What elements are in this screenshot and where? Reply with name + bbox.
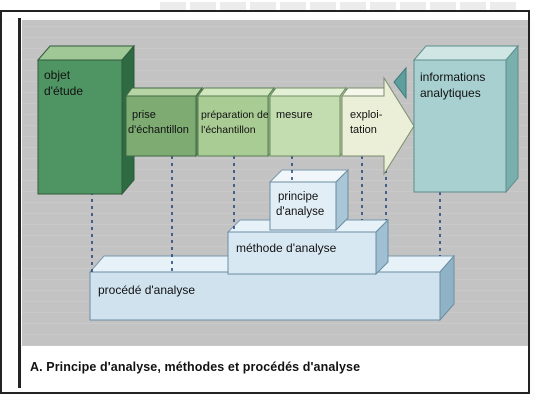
objet-label-2: d'étude <box>44 84 83 98</box>
figure-frame <box>0 10 530 394</box>
exploitation-label-2: tation <box>350 124 377 136</box>
mesure-box: mesure <box>269 86 347 158</box>
objet-box: objet d'étude <box>36 44 136 196</box>
dashed-connectors <box>91 156 441 272</box>
prise-label-2: d'échantillon <box>128 124 189 136</box>
bleed-through-text <box>160 2 520 10</box>
methode-box: méthode d'analyse <box>226 218 390 276</box>
methode-label: méthode d'analyse <box>236 241 337 255</box>
prise-label-1: prise <box>132 109 156 121</box>
informations-box: informations analytiques <box>393 44 520 194</box>
principe-label-2: d'analyse <box>276 206 324 218</box>
diagram-svg: procédé d'analyse méthode d'analyse prin… <box>36 44 520 322</box>
exploitation-label-1: exploi- <box>350 109 383 121</box>
objet-label-1: objet <box>44 68 71 82</box>
analysis-diagram: procédé d'analyse méthode d'analyse prin… <box>22 20 528 346</box>
principe-label-1: principe <box>278 191 318 203</box>
informations-label-1: informations <box>420 70 485 84</box>
prise-box: prise d'échantillon <box>125 86 203 158</box>
preparation-box: préparation de l'échantillon <box>197 86 275 158</box>
figure-caption: A. Principe d'analyse, méthodes et procé… <box>30 360 361 374</box>
top-strip <box>0 0 534 18</box>
informations-label-2: analytiques <box>420 86 481 100</box>
principe-box: principe d'analyse <box>268 168 350 232</box>
exploitation-arrow: exploi- tation <box>341 76 415 176</box>
left-rule <box>18 18 21 388</box>
procede-label: procédé d'analyse <box>98 283 195 297</box>
procede-box: procédé d'analyse <box>88 254 456 322</box>
mesure-label: mesure <box>276 109 313 121</box>
preparation-label-1: préparation de <box>201 109 269 121</box>
preparation-label-2: l'échantillon <box>201 124 256 136</box>
caption-area: A. Principe d'analyse, méthodes et procé… <box>22 346 528 390</box>
